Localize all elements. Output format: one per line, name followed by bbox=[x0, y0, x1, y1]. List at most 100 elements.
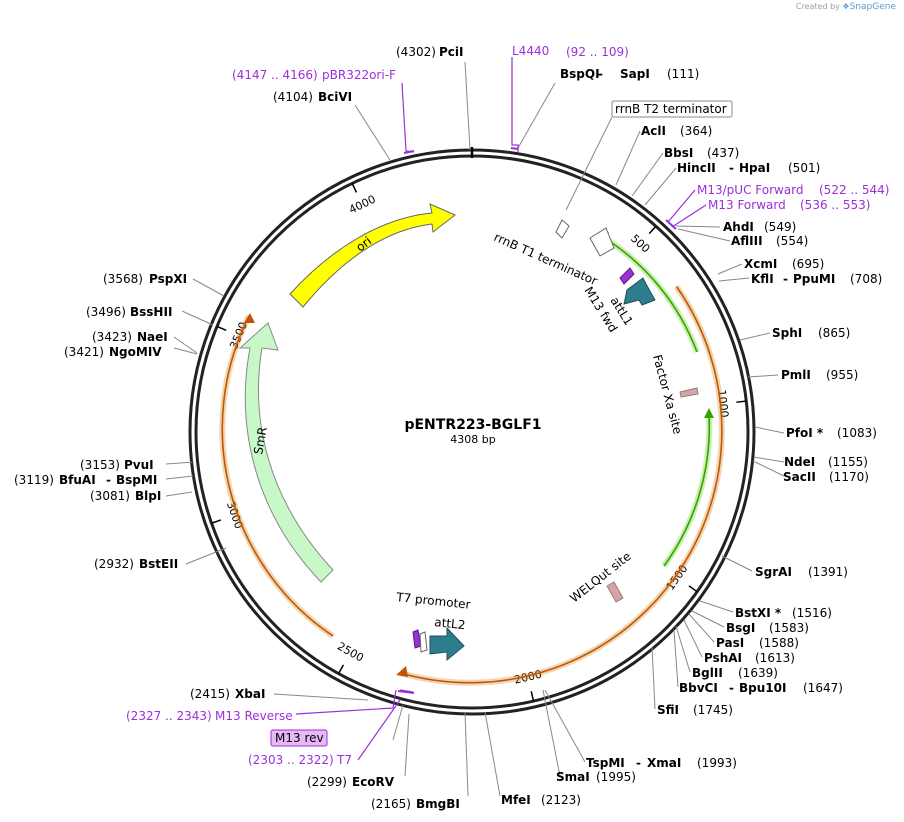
sfii-pos: (1745) bbox=[693, 703, 733, 717]
pshai-name: PshAI bbox=[704, 651, 742, 665]
bbvci-sep: - bbox=[729, 681, 734, 695]
connector-m13reverse bbox=[295, 689, 397, 715]
connector-bsshii bbox=[181, 310, 214, 326]
label-connectors bbox=[165, 61, 785, 797]
smr-arrow bbox=[238, 322, 334, 583]
connector-naei bbox=[173, 336, 198, 354]
l4440-site bbox=[510, 147, 519, 150]
mfei-pos: (2123) bbox=[541, 793, 581, 807]
cds-right-arrowhead bbox=[396, 666, 408, 677]
attl2-label: attL2 bbox=[434, 615, 466, 632]
connector-bmgbi bbox=[464, 711, 469, 797]
bstxi-pos: (1516) bbox=[792, 606, 832, 620]
tspmi-name: TspMI bbox=[586, 756, 625, 770]
sapi-name: SapI bbox=[620, 67, 650, 81]
pvui-name: PvuI bbox=[124, 458, 154, 472]
pcii-pos: (4302) bbox=[396, 45, 436, 59]
m13-rev-label-box: M13 rev bbox=[270, 729, 328, 747]
blpi-name: BlpI bbox=[135, 489, 161, 503]
t7-range: (2303 .. 2322) bbox=[248, 753, 334, 767]
bsgi-name: BsgI bbox=[726, 621, 755, 635]
connector-pasi bbox=[688, 613, 715, 643]
connector-pspxi bbox=[192, 278, 225, 297]
sphi-pos: (865) bbox=[818, 326, 850, 340]
attl2-small-marker bbox=[419, 631, 428, 653]
bfuai-name: BfuAI bbox=[59, 473, 96, 487]
connector-pshai bbox=[683, 619, 703, 658]
m13fwd-name: M13 Forward bbox=[708, 198, 786, 212]
tick-mark-3500 bbox=[216, 325, 227, 331]
connector-hincii bbox=[644, 167, 677, 206]
ngomiv-name: NgoMIV bbox=[109, 345, 162, 359]
bbvci-pos: (1647) bbox=[803, 681, 843, 695]
bglf1-halo bbox=[661, 413, 713, 568]
connector-pvui bbox=[165, 461, 195, 465]
kfli-sep: - bbox=[783, 272, 788, 286]
tick-mark-500 bbox=[648, 225, 657, 235]
bsgi-pos: (1583) bbox=[769, 621, 809, 635]
connector-m13fwd bbox=[671, 204, 707, 228]
connector-bcivi bbox=[354, 104, 391, 161]
connector-sphi bbox=[739, 332, 771, 341]
xbai-pos: (2415) bbox=[190, 687, 230, 701]
connector-ndei bbox=[753, 456, 785, 463]
connector-smai bbox=[542, 689, 561, 777]
pshai-pos: (1613) bbox=[755, 651, 795, 665]
bmgbi-name: BmgBI bbox=[416, 797, 460, 811]
connector-xcmi bbox=[717, 263, 743, 275]
connector-sacii bbox=[752, 460, 785, 477]
connector-pfoi bbox=[754, 426, 785, 434]
snapgene-credit: Created by ❖SnapGene bbox=[796, 2, 896, 12]
pfoi-name: PfoI * bbox=[786, 426, 824, 440]
acli-name: AclI bbox=[641, 124, 666, 138]
bcivi-pos: (4104) bbox=[273, 90, 313, 104]
bglf1-arc bbox=[663, 413, 711, 567]
factor-xa-site bbox=[679, 387, 699, 398]
attl1-arrow bbox=[623, 277, 656, 306]
bbsi-name: BbsI bbox=[664, 146, 693, 160]
sgrai-pos: (1391) bbox=[808, 565, 848, 579]
ori-arrow bbox=[289, 203, 456, 308]
plasmid-length: 4308 bp bbox=[450, 433, 495, 446]
afliii-name: AflIII bbox=[731, 234, 763, 248]
connector-bsgi bbox=[691, 610, 725, 628]
credit-prefix: Created by bbox=[795, 2, 840, 11]
connector-rrnb-t2 bbox=[565, 116, 613, 211]
tick-mark-2500 bbox=[337, 664, 345, 674]
connector-sfii bbox=[651, 646, 656, 710]
pvui-pos: (3153) bbox=[80, 458, 120, 472]
m13fwd-site bbox=[665, 219, 677, 230]
xbai-name: XbaI bbox=[235, 687, 265, 701]
connector-bbsi bbox=[631, 152, 664, 197]
rrnb-t2-arrow bbox=[555, 219, 570, 239]
bsteii-name: BstEII bbox=[139, 557, 178, 571]
cds-left-arrowhead bbox=[244, 313, 255, 323]
m13reverse-range: (2327 .. 2343) bbox=[126, 709, 212, 723]
bspmi-name: BspMI bbox=[116, 473, 157, 487]
connector-acli bbox=[615, 130, 641, 186]
rrnb-t2-label-box: rrnB T2 terminator bbox=[611, 100, 733, 118]
rrnb-t1-arrow bbox=[589, 227, 615, 257]
m13fwd-range: (536 .. 553) bbox=[800, 198, 870, 212]
factor-xa-label: Factor Xa site bbox=[650, 353, 685, 435]
bsshii-pos: (3496) bbox=[86, 305, 126, 319]
green-features bbox=[599, 232, 714, 568]
green-arrowhead-mid bbox=[704, 408, 714, 418]
kfli-name: KflI bbox=[751, 272, 774, 286]
hincii-name: HincII bbox=[677, 161, 716, 175]
pcii-name: PciI bbox=[439, 45, 464, 59]
smr-label: SmR bbox=[251, 426, 270, 456]
ngomiv-pos: (3421) bbox=[64, 345, 104, 359]
connector-ahdi bbox=[675, 225, 721, 228]
tspmi-pos: (1993) bbox=[697, 756, 737, 770]
tick-mark-4000 bbox=[351, 183, 358, 193]
connector-m13rev bbox=[392, 704, 404, 741]
l4440-name: L4440 bbox=[512, 44, 549, 58]
rrnb-t2-label: rrnB T2 terminator bbox=[615, 102, 727, 116]
tick-label-500: 500 bbox=[628, 232, 652, 256]
bsshii-name: BssHII bbox=[130, 305, 172, 319]
connector-tspmi bbox=[544, 689, 586, 763]
t7-name: T7 bbox=[336, 753, 352, 767]
ndei-pos: (1155) bbox=[828, 455, 868, 469]
